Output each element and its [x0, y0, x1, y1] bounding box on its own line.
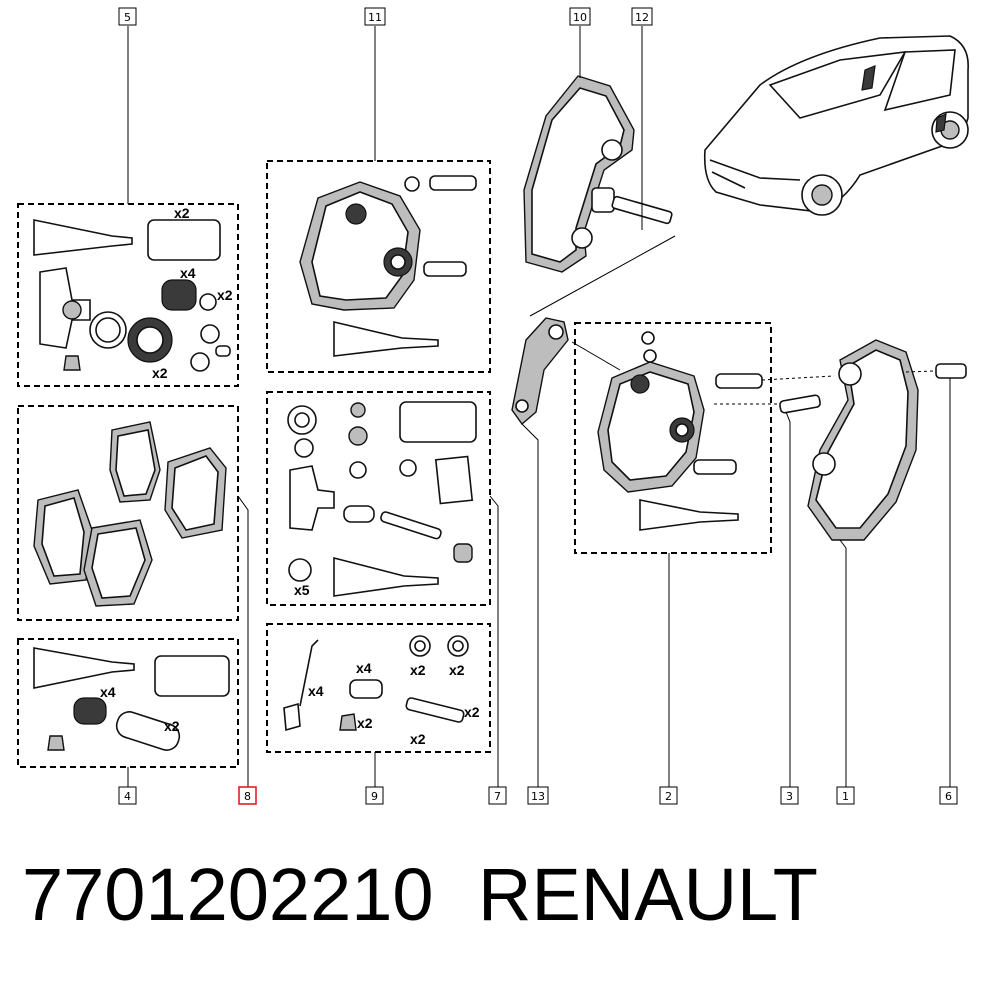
- callout-12[interactable]: 12: [631, 7, 653, 26]
- callout-4[interactable]: 4: [118, 786, 137, 805]
- bracket-13: [511, 317, 569, 426]
- bracket-10: [523, 75, 635, 273]
- part-number: 7701202210: [22, 853, 434, 936]
- callout-9[interactable]: 9: [365, 786, 384, 805]
- callout-10[interactable]: 10: [569, 7, 591, 26]
- callout-7[interactable]: 7: [488, 786, 507, 805]
- qty-label: x2: [464, 704, 480, 720]
- callout-label: 13: [531, 790, 545, 803]
- callout-label: 7: [494, 790, 501, 803]
- qty-label: x4: [100, 684, 116, 700]
- callout-8[interactable]: 8: [238, 786, 257, 805]
- brand-name: RENAULT: [478, 853, 818, 936]
- group-7-repair-kit: [287, 401, 477, 597]
- guide-bolt-12: [591, 187, 673, 225]
- callout-label: 1: [842, 790, 849, 803]
- callout-label: 10: [573, 11, 587, 24]
- callout-2[interactable]: 2: [659, 786, 678, 805]
- qty-label: x2: [174, 205, 190, 221]
- group-8-brake-pads: [33, 421, 227, 607]
- group-frame-8: [17, 405, 239, 621]
- callout-label: 11: [368, 11, 382, 24]
- qty-label: x2: [217, 287, 233, 303]
- callout-13[interactable]: 13: [527, 786, 549, 805]
- qty-label: x4: [308, 683, 324, 699]
- group-11-caliper: [299, 175, 477, 357]
- group-frame-11: [266, 160, 491, 373]
- car-illustration: [703, 35, 969, 216]
- group-frame-2: [574, 322, 772, 554]
- group-9-parts: [283, 635, 469, 732]
- callout-label: 4: [124, 790, 131, 803]
- callout-label: 9: [371, 790, 378, 803]
- qty-label: x2: [410, 731, 426, 747]
- callout-11[interactable]: 11: [364, 7, 386, 26]
- group-4-parts: [33, 647, 230, 751]
- bleed-screw-3: [779, 394, 821, 414]
- group-frame-9: [266, 623, 491, 753]
- qty-label: x2: [449, 662, 465, 678]
- qty-label: x2: [410, 662, 426, 678]
- qty-label: x5: [294, 582, 310, 598]
- qty-label: x4: [356, 660, 372, 676]
- qty-label: x4: [180, 265, 196, 281]
- bolt-6: [935, 363, 967, 379]
- callout-5[interactable]: 5: [118, 7, 137, 26]
- bracket-1: [807, 339, 919, 541]
- callout-label: 2: [665, 790, 672, 803]
- qty-label: x2: [357, 715, 373, 731]
- callout-6[interactable]: 6: [939, 786, 958, 805]
- group-2-caliper: [597, 331, 763, 531]
- callout-label: 6: [945, 790, 952, 803]
- callout-1[interactable]: 1: [836, 786, 855, 805]
- callout-label: 8: [244, 790, 251, 803]
- qty-label: x2: [152, 365, 168, 381]
- group-frame-7: [266, 391, 491, 606]
- callout-3[interactable]: 3: [780, 786, 799, 805]
- qty-label: x2: [164, 718, 180, 734]
- group-5-parts: [33, 219, 231, 372]
- callout-label: 3: [786, 790, 793, 803]
- group-frame-4: [17, 638, 239, 768]
- callout-label: 12: [635, 11, 649, 24]
- leader-lines: [127, 26, 951, 787]
- callout-label: 5: [124, 11, 131, 24]
